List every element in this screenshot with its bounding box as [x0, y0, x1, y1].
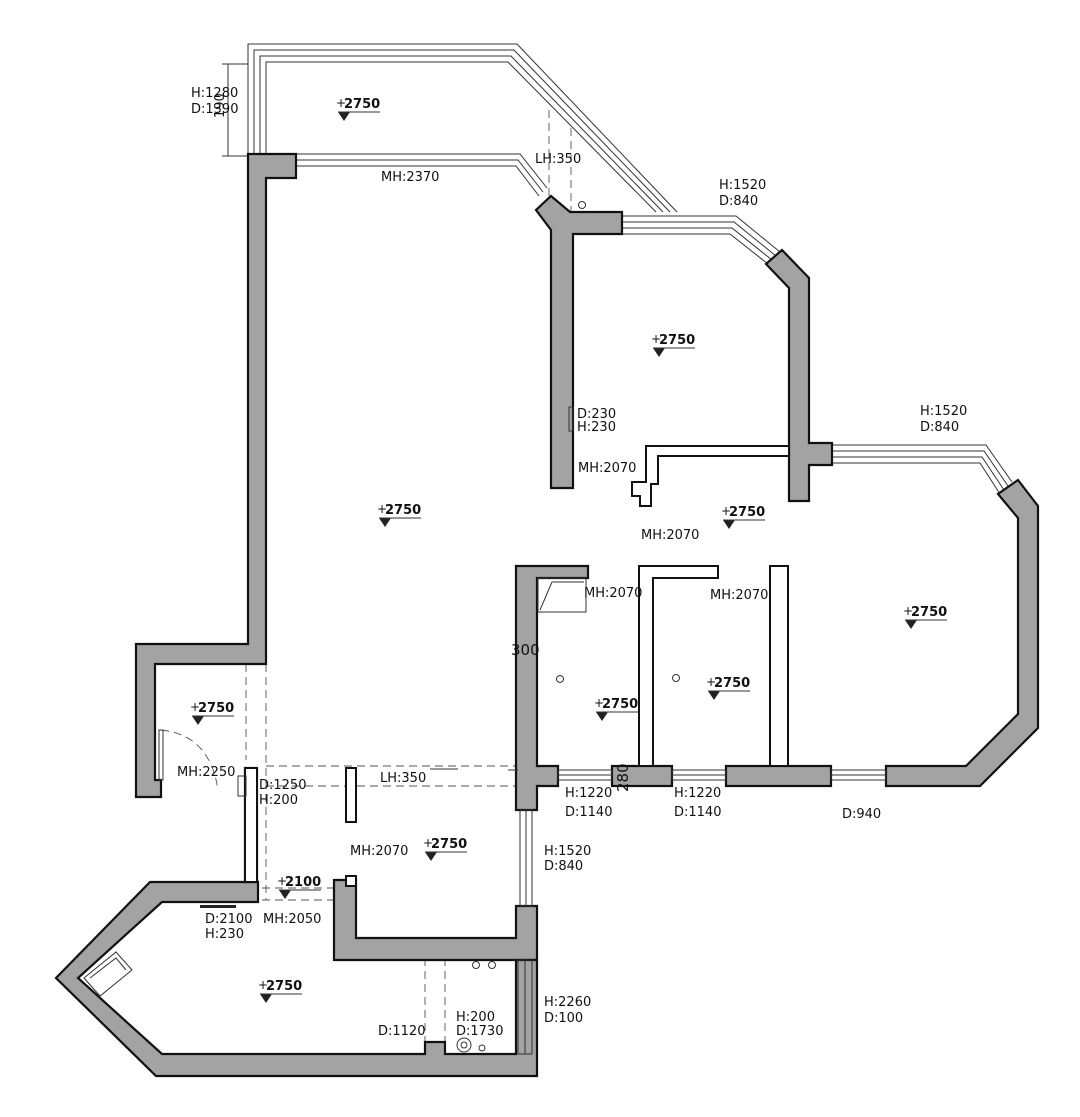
overhead-dashed-lines: [245, 110, 572, 1042]
level-marker-1: + 2750: [336, 96, 380, 121]
label: MH:2070: [710, 588, 768, 603]
svg-text:+: +: [651, 332, 661, 346]
label: D:940: [842, 807, 881, 822]
label: MH:2250: [177, 765, 235, 780]
svg-text:2100: 2100: [285, 875, 321, 890]
svg-text:+: +: [706, 675, 716, 689]
label: MH:2070: [578, 461, 636, 476]
label: H:1520: [544, 844, 591, 859]
level-marker-3: + 2750: [377, 502, 421, 527]
label: D:1140: [674, 805, 721, 820]
svg-text:+: +: [258, 978, 268, 992]
svg-text:+: +: [594, 696, 604, 710]
east-window: [832, 444, 1013, 495]
label: 280: [614, 763, 632, 792]
svg-text:2750: 2750: [431, 837, 467, 852]
label: D:840: [544, 859, 583, 874]
wall-windows: [517, 769, 887, 1055]
svg-text:2750: 2750: [729, 505, 765, 520]
label: H:200: [456, 1010, 495, 1025]
svg-text:+: +: [903, 604, 913, 618]
level-marker-5: + 2750: [903, 604, 947, 629]
label: D:840: [719, 194, 758, 209]
svg-text:2750: 2750: [911, 605, 947, 620]
walls: [54, 152, 1040, 1078]
label: D:2100: [205, 912, 252, 927]
svg-text:2750: 2750: [659, 333, 695, 348]
level-marker-10: + 2100: [277, 874, 321, 899]
level-marker-7: + 2750: [594, 696, 638, 721]
level-marker-11: + 2750: [258, 978, 302, 1003]
label: LH:350: [380, 771, 426, 786]
svg-text:+: +: [423, 836, 433, 850]
svg-text:2750: 2750: [385, 503, 421, 518]
label: MH:2070: [641, 528, 699, 543]
label: H:200: [259, 793, 298, 808]
partitions: [244, 445, 790, 887]
svg-text:2750: 2750: [714, 676, 750, 691]
svg-text:+: +: [377, 502, 387, 516]
label: 190: [213, 93, 228, 118]
top-bay-window: [222, 43, 678, 213]
label: H:2260: [544, 995, 591, 1010]
level-marker-2: + 2750: [651, 332, 695, 357]
label: 300: [511, 641, 540, 659]
svg-text:+: +: [336, 96, 346, 110]
label: H:1520: [719, 178, 766, 193]
label: D:230: [577, 407, 616, 422]
label: H:1220: [565, 786, 612, 801]
label: MH:2070: [584, 586, 642, 601]
label: D:1390: [191, 102, 238, 117]
label: D:1730: [456, 1024, 503, 1039]
label: D:1140: [565, 805, 612, 820]
svg-text:+: +: [721, 504, 731, 518]
svg-text:+: +: [277, 874, 287, 888]
level-marker-4: + 2750: [721, 504, 765, 529]
level-value: 2750: [344, 97, 380, 112]
label: MH:2370: [381, 170, 439, 185]
label: D:1120: [378, 1024, 425, 1039]
label: LH:350: [535, 152, 581, 167]
label: D:100: [544, 1011, 583, 1026]
label: D:840: [920, 420, 959, 435]
fixtures: [83, 201, 680, 1053]
label: MH:2070: [350, 844, 408, 859]
svg-text:2750: 2750: [198, 701, 234, 716]
svg-text:2750: 2750: [602, 697, 638, 712]
upper-right-window: [622, 215, 781, 265]
label: H:1520: [920, 404, 967, 419]
label: H:1280: [191, 86, 238, 101]
svg-text:2750: 2750: [266, 979, 302, 994]
label: H:1220: [674, 786, 721, 801]
level-marker-9: + 2750: [423, 836, 467, 861]
dimension-labels: H:1280 D:1390 190 MH:2370 LH:350 H:1520 …: [177, 86, 967, 1039]
level-marker-6: + 2750: [706, 675, 750, 700]
level-marker-8: + 2750: [190, 700, 234, 725]
svg-text:+: +: [190, 700, 200, 714]
label: H:230: [577, 420, 616, 435]
label: D:1250: [259, 778, 306, 793]
label: H:230: [205, 927, 244, 942]
label: MH:2050: [263, 912, 321, 927]
